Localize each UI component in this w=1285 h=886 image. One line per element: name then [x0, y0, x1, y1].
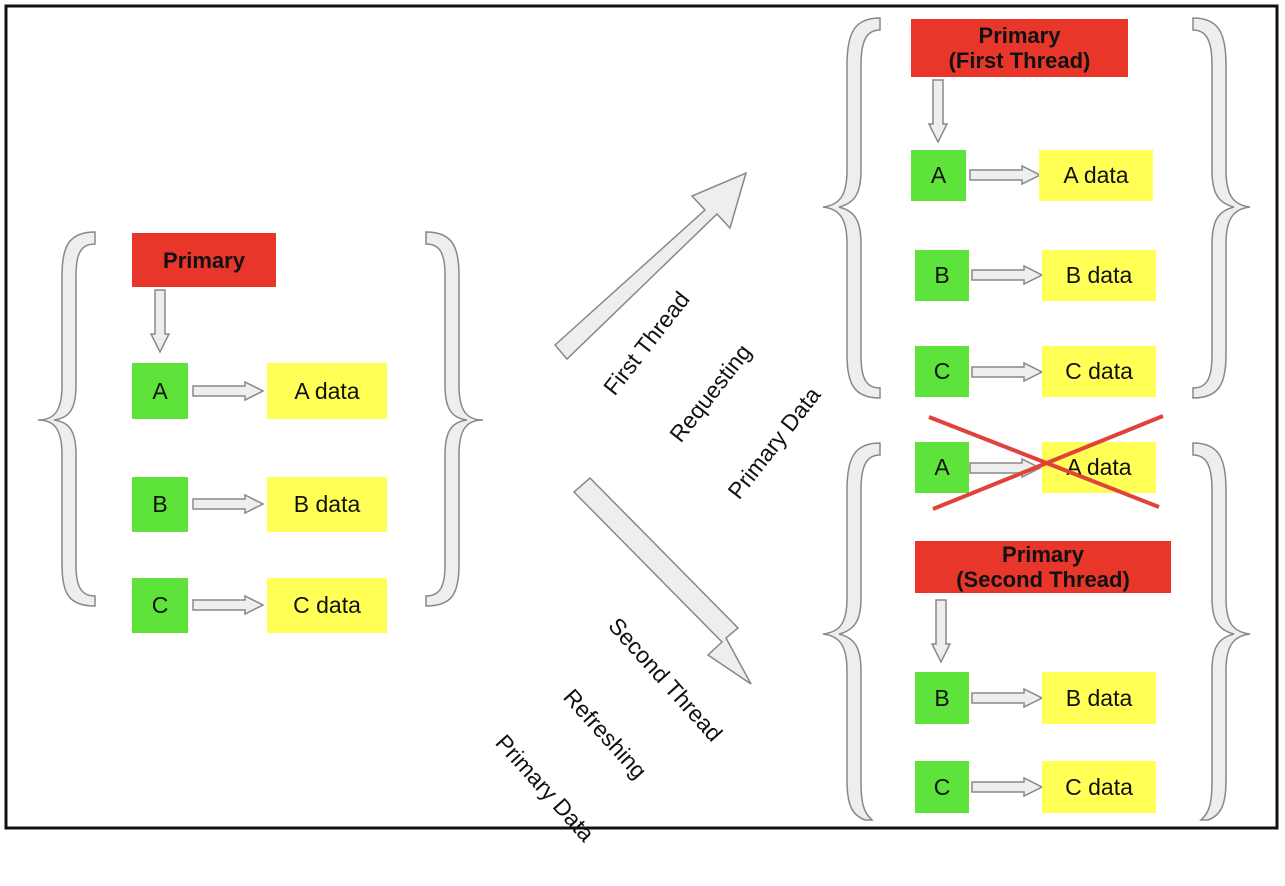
first-data-b: B data [1042, 250, 1156, 301]
first-primary-box: Primary (First Thread) [911, 19, 1128, 77]
second-node-b: B [915, 672, 969, 724]
first-node-b: B [915, 250, 969, 301]
removed-data-a: A data [1042, 442, 1156, 493]
first-primary-down-arrow [928, 79, 948, 143]
second-brace-open [822, 442, 881, 821]
second-primary-line-2: (Second Thread) [956, 567, 1130, 592]
second-data-b: B data [1042, 672, 1156, 724]
removed-a-arrow [969, 458, 1041, 478]
left-a-arrow [192, 381, 264, 401]
first-thread-label-line-1: First Thread [598, 286, 695, 400]
first-brace-close [1192, 17, 1251, 399]
outer-border [4, 4, 1279, 830]
first-brace-open [822, 17, 881, 399]
second-primary-box: Primary (Second Thread) [915, 541, 1171, 593]
diagram-canvas [4, 4, 1279, 830]
first-thread-label-line-2: Requesting [664, 339, 757, 447]
left-primary-down-arrow [150, 289, 170, 353]
second-c-arrow [971, 777, 1043, 797]
second-data-c: C data [1042, 761, 1156, 813]
first-primary-line-2: (First Thread) [948, 48, 1091, 73]
first-b-arrow [971, 265, 1043, 285]
left-primary-box: Primary [132, 233, 276, 287]
left-node-c: C [132, 578, 188, 633]
first-node-a: A [911, 150, 966, 201]
left-node-b: B [132, 477, 188, 532]
second-thread-big-arrow [572, 476, 752, 685]
first-a-arrow [969, 165, 1041, 185]
first-c-arrow [971, 362, 1043, 382]
left-node-a: A [132, 363, 188, 419]
first-thread-big-arrow [553, 171, 748, 361]
second-brace-close [1192, 442, 1251, 821]
first-node-c: C [915, 346, 969, 397]
left-b-arrow [192, 494, 264, 514]
second-b-arrow [971, 688, 1043, 708]
left-c-arrow [192, 595, 264, 615]
first-data-a: A data [1039, 150, 1153, 201]
left-data-c: C data [267, 578, 387, 633]
left-brace-open [37, 231, 96, 607]
first-primary-line-1: Primary [978, 23, 1061, 48]
removed-node-a: A [915, 442, 969, 493]
second-primary-line-1: Primary [1002, 542, 1084, 567]
left-data-a: A data [267, 363, 387, 419]
left-brace-close [425, 231, 484, 607]
second-primary-down-arrow [931, 599, 951, 663]
left-data-b: B data [267, 477, 387, 532]
first-data-c: C data [1042, 346, 1156, 397]
second-node-c: C [915, 761, 969, 813]
